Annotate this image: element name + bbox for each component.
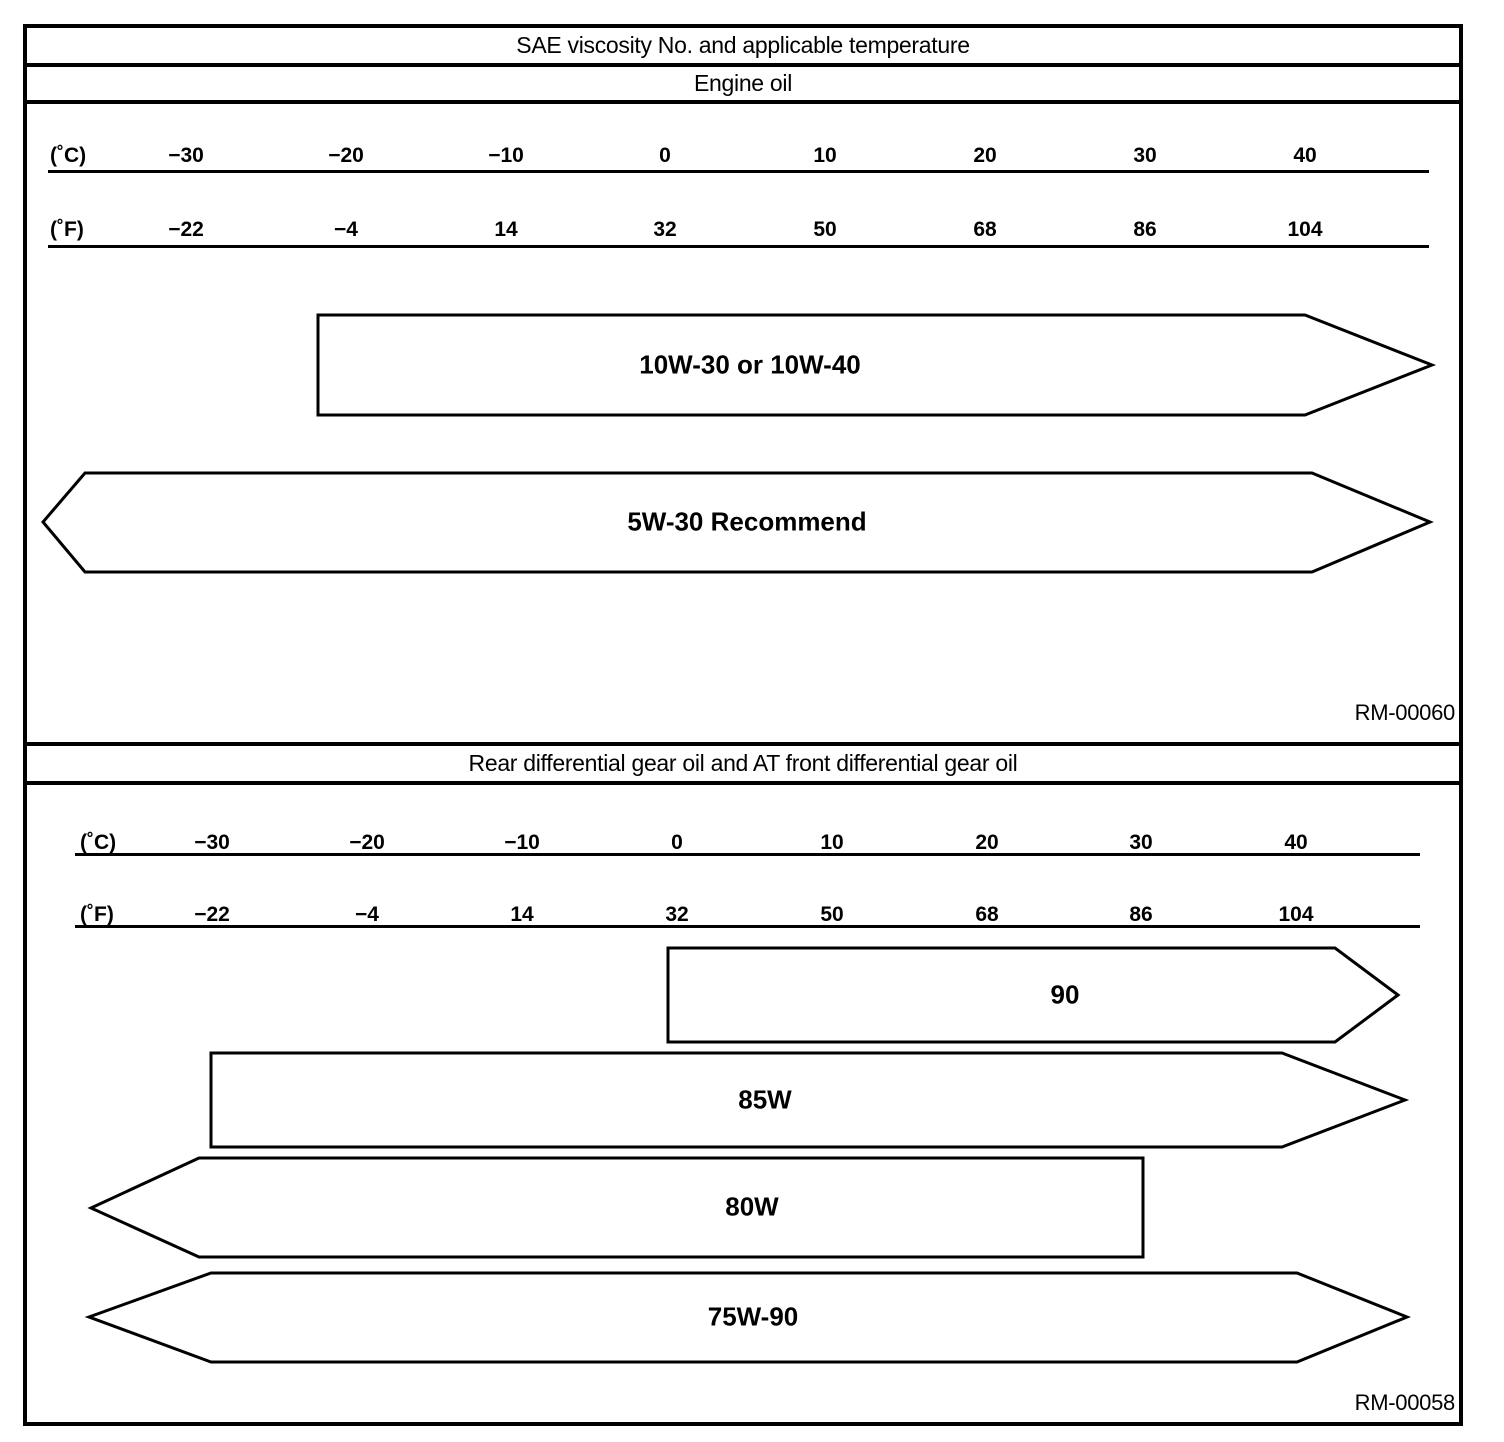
- gear-oil-chart: RM-00058 (˚C) −30 −20 −10 0 10 20 30 40 (˚F) −22 −4…: [27, 785, 1459, 1422]
- temp-tick: 50: [820, 903, 844, 926]
- temp-tick: 32: [653, 218, 677, 241]
- temp-tick: 20: [975, 831, 999, 854]
- temp-tick: 30: [1133, 144, 1157, 167]
- temp-tick: −10: [488, 144, 524, 167]
- temp-tick: 10: [820, 831, 844, 854]
- temp-unit-label: (˚C): [50, 144, 87, 167]
- temp-tick: 14: [494, 218, 518, 241]
- ref-code-gear: RM-00058: [1354, 1390, 1456, 1415]
- temp-tick: 0: [659, 144, 671, 167]
- scale-baseline: [48, 170, 1429, 173]
- figure-title: SAE viscosity No. and applicable tempera…: [516, 32, 970, 58]
- temp-tick: 20: [973, 144, 997, 167]
- temp-tick: −22: [194, 903, 230, 926]
- scale-baseline: [75, 853, 1420, 856]
- oil-range-bar: [87, 1156, 1145, 1259]
- oil-range-bar-label: 5W-30 Recommend: [627, 506, 867, 537]
- temp-tick: 68: [975, 903, 999, 926]
- temp-tick: 86: [1133, 218, 1157, 241]
- engine-oil-chart: RM-00060 (˚C) −30 −20 −10 0 10 20 30 40 (˚F) −22 −4…: [27, 104, 1459, 746]
- temp-tick: 0: [671, 831, 683, 854]
- oil-range-bar-label: 10W-30 or 10W-40: [639, 349, 861, 380]
- temp-tick: 68: [973, 218, 997, 241]
- temp-tick: 40: [1293, 144, 1317, 167]
- engine-oil-arrow-bars: [41, 313, 1437, 574]
- temp-tick: 14: [510, 903, 534, 926]
- temp-unit-label: (˚F): [80, 903, 114, 926]
- figure-title-row: SAE viscosity No. and applicable tempera…: [27, 28, 1459, 67]
- oil-range-bar-label: 85W: [738, 1084, 792, 1115]
- viscosity-figure: SAE viscosity No. and applicable tempera…: [23, 24, 1463, 1426]
- engine-oil-header-row: Engine oil: [27, 67, 1459, 104]
- gear-oil-arrow-bars: [84, 946, 1411, 1364]
- temp-tick: 32: [665, 903, 689, 926]
- temp-tick: −20: [349, 831, 385, 854]
- temp-tick: 104: [1287, 218, 1323, 241]
- temp-tick: 104: [1278, 903, 1314, 926]
- scale-baseline: [48, 245, 1429, 248]
- oil-range-bar-label: 90: [1050, 979, 1080, 1010]
- temp-tick: −22: [168, 218, 204, 241]
- oil-range-bar: [209, 1051, 1410, 1149]
- oil-range-bar: [666, 946, 1401, 1044]
- temp-tick: −30: [194, 831, 230, 854]
- oil-range-bar: [84, 1271, 1411, 1364]
- scale-baseline: [75, 925, 1420, 928]
- temp-tick: −10: [504, 831, 540, 854]
- temp-tick: −20: [328, 144, 364, 167]
- temp-tick: 50: [813, 218, 837, 241]
- temp-tick: 40: [1284, 831, 1308, 854]
- engine-oil-header: Engine oil: [693, 70, 793, 96]
- temp-tick: 86: [1129, 903, 1153, 926]
- temp-tick: −4: [355, 903, 379, 926]
- gear-oil-header: Rear differential gear oil and AT front …: [468, 750, 1018, 776]
- temp-tick: 30: [1129, 831, 1153, 854]
- temp-unit-label: (˚F): [50, 218, 84, 241]
- temp-tick: −30: [168, 144, 204, 167]
- oil-range-bar: [316, 313, 1437, 417]
- temp-tick: 10: [813, 144, 837, 167]
- oil-range-bar: [41, 471, 1434, 574]
- temp-unit-label: (˚C): [80, 831, 117, 854]
- ref-code-engine: RM-00060: [1354, 700, 1456, 725]
- gear-oil-header-row: Rear differential gear oil and AT front …: [27, 746, 1459, 785]
- oil-range-bar-label: 75W-90: [707, 1301, 799, 1332]
- temp-tick: −4: [334, 218, 358, 241]
- oil-range-bar-label: 80W: [725, 1191, 779, 1222]
